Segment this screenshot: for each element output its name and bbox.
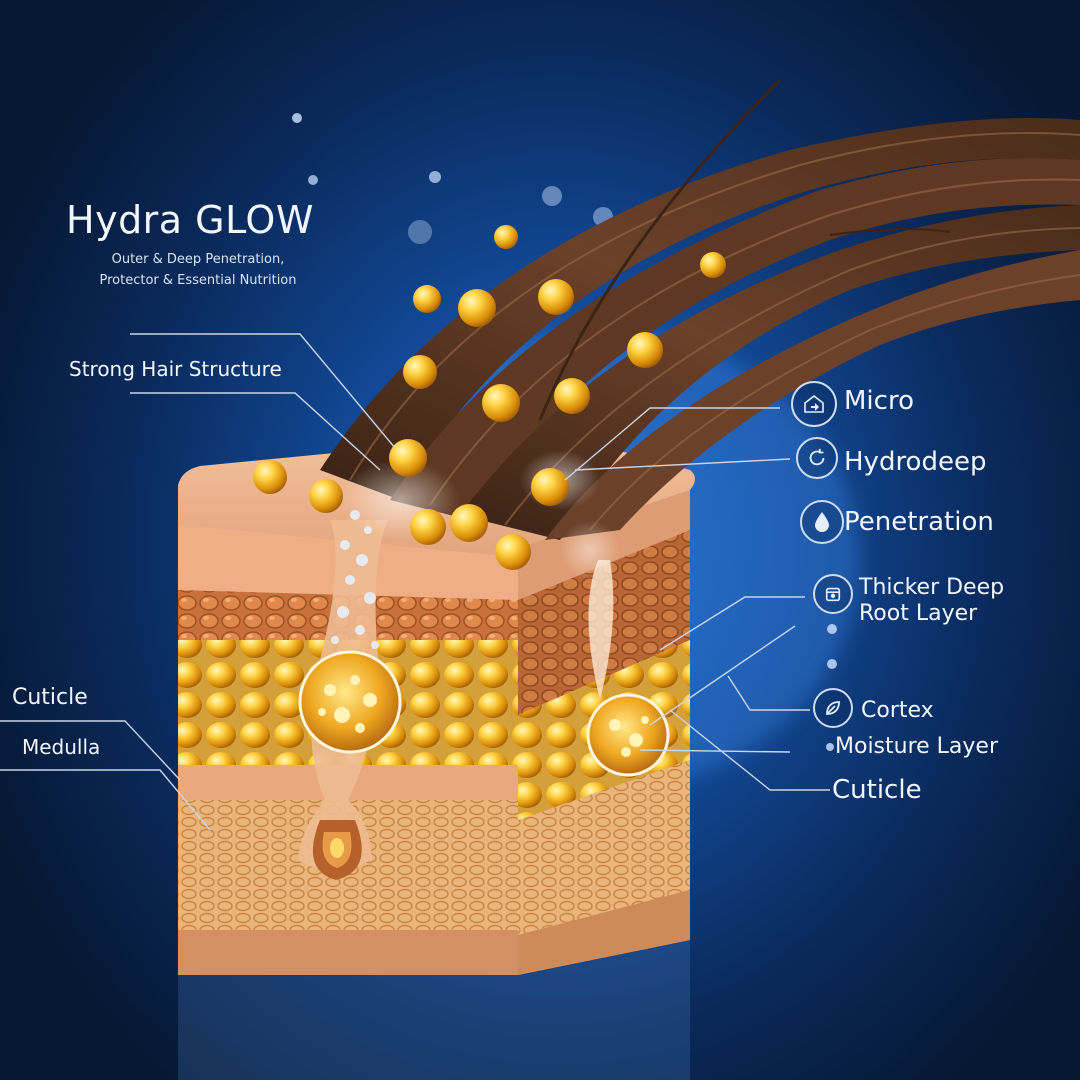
- cortex-icon: [813, 688, 853, 728]
- skin-block: [178, 434, 695, 975]
- label-penetration: Penetration: [844, 507, 994, 537]
- hydrodeep-icon: [796, 437, 838, 479]
- label-moisture-layer: Moisture Layer: [835, 734, 999, 759]
- label-medulla: Medulla: [22, 735, 101, 759]
- penetration-icon: [800, 500, 844, 544]
- label-cortex: Cortex: [861, 698, 934, 723]
- subtitle-line-1: Outer & Deep Penetration,: [111, 252, 285, 267]
- label-strong-hair-structure: Strong Hair Structure: [69, 357, 282, 381]
- label-micro: Micro: [844, 386, 914, 416]
- label-cuticle-right: Cuticle: [832, 775, 922, 805]
- bokeh-particles: [292, 113, 837, 751]
- subtitle-line-2: Protector & Essential Nutrition: [99, 273, 297, 288]
- nutrient-droplets: [253, 225, 726, 570]
- label-thicker-line-2: Root Layer: [859, 601, 978, 626]
- label-thicker-line-1: Thicker Deep: [859, 575, 1005, 600]
- brand-title: Hydra GLOW: [66, 198, 314, 242]
- thicker-root-icon: [813, 574, 853, 614]
- label-lines: [0, 333, 830, 831]
- micro-icon: [791, 381, 837, 427]
- label-cuticle-left: Cuticle: [12, 685, 88, 710]
- label-hydrodeep: Hydrodeep: [844, 447, 987, 477]
